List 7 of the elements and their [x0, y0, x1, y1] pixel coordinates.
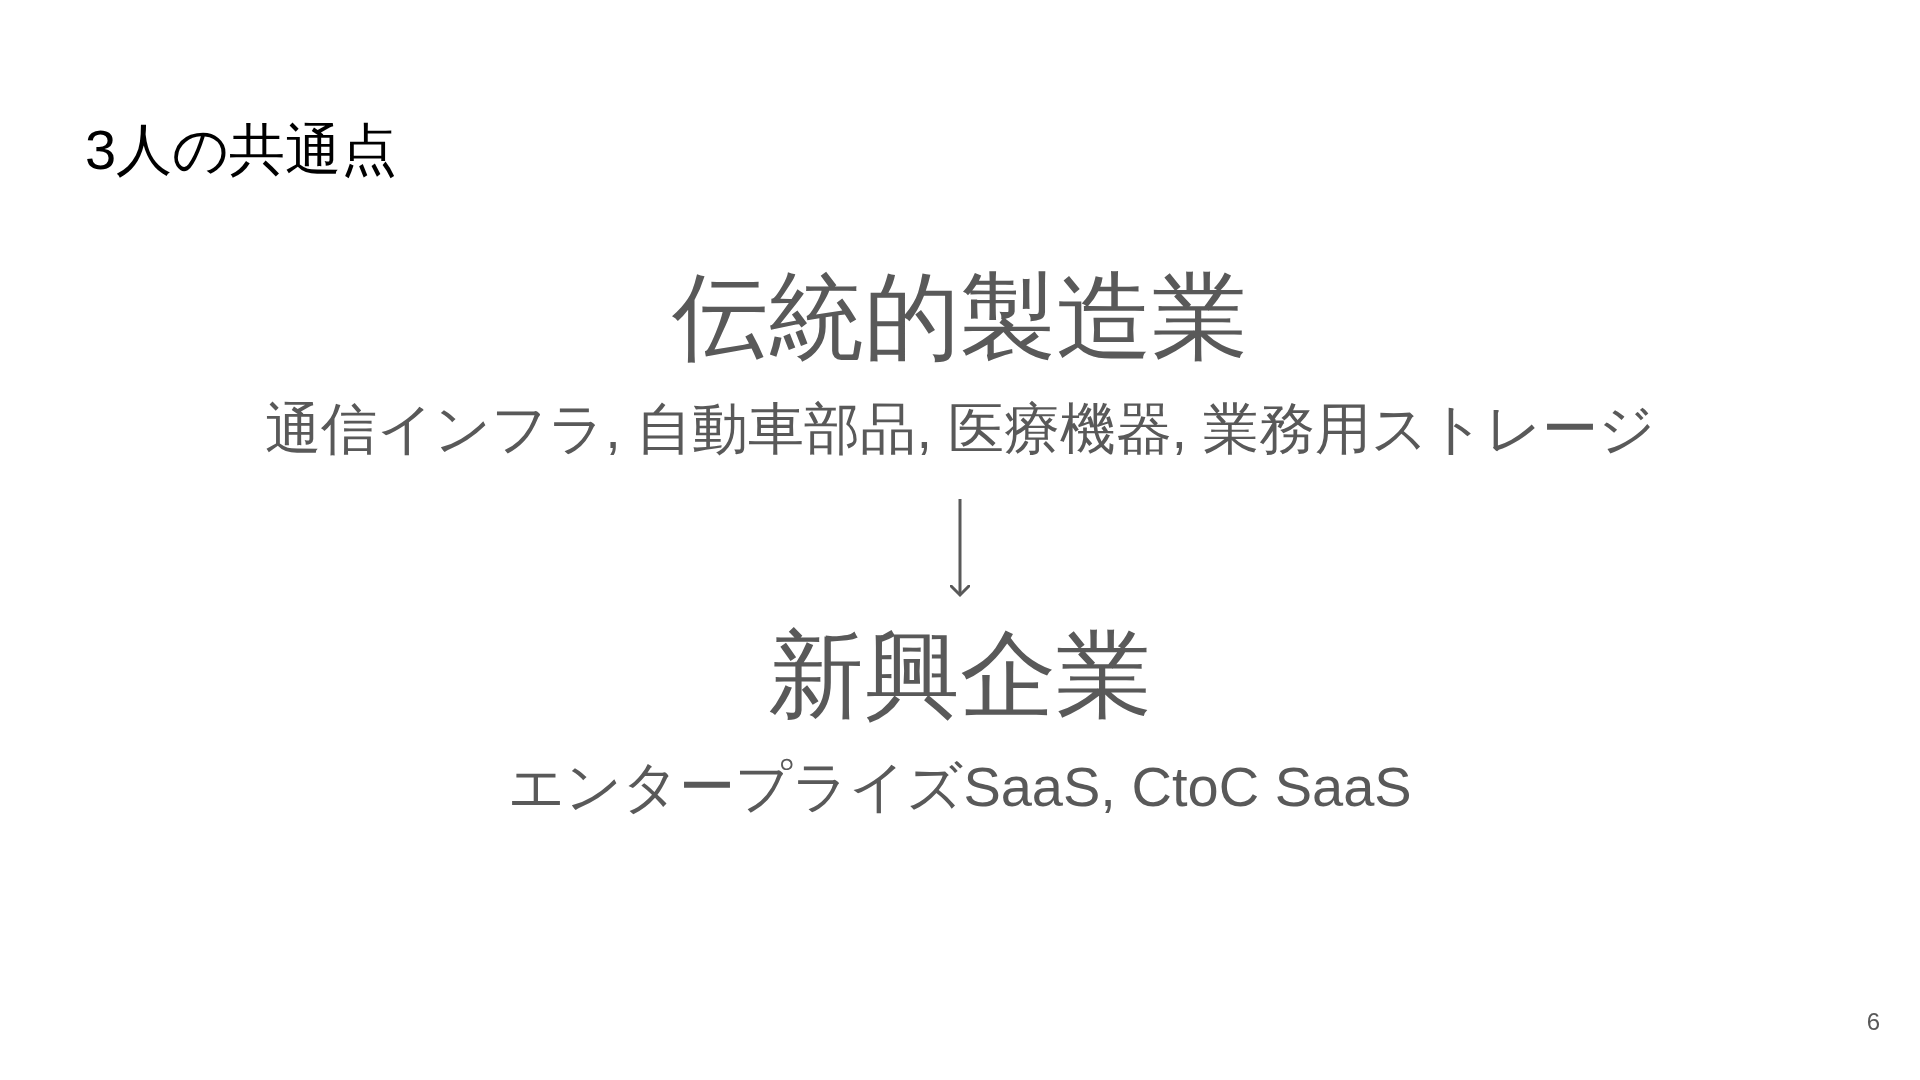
arrow — [948, 499, 972, 597]
page-number: 6 — [1866, 1008, 1880, 1036]
description-text: エンタープライズSaaS, CtoC SaaS — [508, 754, 1412, 820]
heading-text: 新興企業 — [767, 620, 1153, 730]
slide-title: 3人の共通点 — [85, 117, 398, 183]
heading-text: 伝統的製造業 — [671, 262, 1249, 372]
description-text: 通信インフラ, 自動車部品, 医療機器, 業務用ストレージ — [265, 396, 1655, 462]
